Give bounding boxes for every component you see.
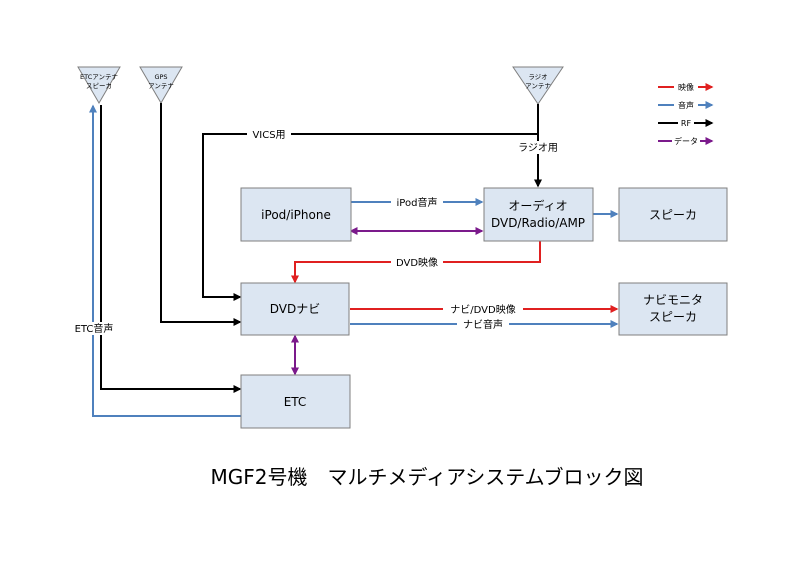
etc-antenna: ETCアンテナ スピーカ (77, 66, 121, 104)
navi-box-label: DVDナビ (270, 302, 320, 316)
legend-label-data: データ (674, 136, 698, 146)
etc-antenna-label-2: スピーカ (86, 82, 112, 90)
etc-box: ETC (240, 374, 351, 429)
gps-antenna-label-1: GPS (154, 73, 167, 81)
legend-label-rf: RF (681, 119, 692, 128)
legend: 映像 音声 RF データ (658, 81, 714, 146)
legend-label-video: 映像 (678, 82, 694, 92)
radio-antenna-label-1: ラジオ (528, 73, 547, 81)
radio-label: ラジオ用 (518, 142, 558, 154)
vics-label: VICS用 (252, 130, 285, 141)
etc-rf-line (100, 105, 242, 393)
navi-box: DVDナビ (240, 282, 350, 336)
legend-item-video: 映像 (658, 81, 714, 92)
audio-box: オーディオ DVD/Radio/AMP (483, 187, 594, 242)
gps-rf-line (160, 103, 242, 326)
etc-audio-line (89, 104, 241, 417)
radio-antenna: ラジオ アンテナ (512, 66, 564, 105)
legend-item-rf: RF (658, 117, 714, 128)
ipod-audio-label: iPod音声 (397, 196, 438, 209)
audio-box-label-1: オーディオ (508, 198, 567, 213)
ipod-box-label: iPod/iPhone (261, 208, 331, 222)
legend-item-audio: 音声 (658, 99, 714, 110)
speaker-box-label: スピーカ (649, 208, 697, 222)
legend-label-audio: 音声 (678, 100, 694, 110)
etc-audio-label: ETC音声 (75, 322, 114, 335)
monitor-box: ナビモニタ スピーカ (618, 282, 728, 336)
etc-antenna-label-1: ETCアンテナ (80, 73, 118, 81)
monitor-box-label-1: ナビモニタ (643, 293, 703, 307)
etc-box-label: ETC (284, 395, 307, 409)
vics-rf-line (202, 133, 538, 301)
gps-antenna-label-2: アンテナ (148, 82, 174, 90)
navi-video-label: ナビ/DVD映像 (450, 304, 515, 316)
audio-box-label-2: DVD/Radio/AMP (491, 216, 585, 230)
monitor-box-label-2: スピーカ (649, 310, 697, 324)
legend-item-data: データ (658, 135, 714, 146)
speaker-box: スピーカ (618, 187, 728, 242)
gps-antenna: GPS アンテナ (139, 66, 183, 104)
diagram-title: MGF2号機 マルチメディアシステムブロック図 (211, 465, 644, 489)
radio-antenna-label-2: アンテナ (525, 82, 551, 90)
navi-audio-label: ナビ音声 (463, 318, 503, 331)
ipod-box: iPod/iPhone (240, 187, 352, 242)
dvd-video-label: DVD映像 (396, 257, 438, 269)
